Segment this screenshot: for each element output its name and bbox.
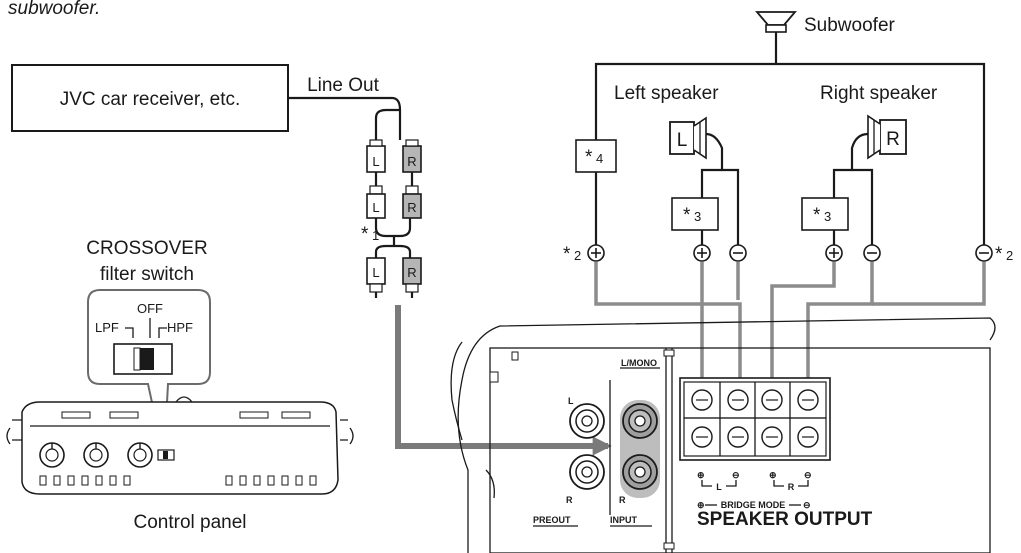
preout-r-jack <box>569 454 605 490</box>
svg-text:R: R <box>886 129 900 150</box>
left-speaker-minus-wire <box>705 132 740 248</box>
svg-text:⊕: ⊕ <box>769 470 777 480</box>
l-mono-label: L/MONO <box>621 358 657 368</box>
crossover-off-label: OFF <box>137 301 163 316</box>
note-1-mark: * <box>361 224 369 245</box>
plug-r-label: R <box>407 265 416 280</box>
panel-slot <box>239 475 247 486</box>
note-2-num-right: 2 <box>1006 248 1013 263</box>
panel-slot <box>53 475 61 486</box>
car-receiver: JVC car receiver, etc. <box>11 64 289 132</box>
note-3-box-right: * 3 <box>801 197 849 231</box>
speaker-output-label: SPEAKER OUTPUT <box>697 509 873 530</box>
plug-r-label: R <box>407 200 416 215</box>
panel-slot <box>95 475 103 486</box>
jack-l-label: L <box>568 396 574 406</box>
panel-slot <box>109 475 117 486</box>
svg-text:L: L <box>677 130 688 151</box>
wire-right-plus <box>766 262 836 428</box>
wire-right-minus <box>802 262 874 428</box>
svg-text:*: * <box>813 205 821 226</box>
svg-text:⊖: ⊖ <box>803 500 811 510</box>
crossover-callout: OFF LPF HPF <box>87 289 211 459</box>
control-panel-label: Control panel <box>133 512 246 533</box>
left-speaker-icon: L <box>669 116 707 160</box>
svg-text:*: * <box>683 205 691 226</box>
panel-slot <box>295 475 303 486</box>
preout-l-jack <box>569 403 605 439</box>
svg-text:3: 3 <box>694 209 701 224</box>
plug-l-label: L <box>372 154 379 169</box>
panel-slot <box>123 475 131 486</box>
crossover-lpf-label: LPF <box>95 320 119 335</box>
svg-text:⊕: ⊕ <box>697 470 705 480</box>
note-2-num-left: 2 <box>574 248 581 263</box>
note-3-box-left: * 3 <box>671 197 719 231</box>
control-panel-sketch <box>6 396 354 495</box>
right-speaker-minus-wire <box>850 132 874 248</box>
term-l-label: L <box>716 482 722 492</box>
jack-r-label: R <box>566 495 573 505</box>
line-out-cable <box>374 96 402 140</box>
panel-slot <box>67 475 75 486</box>
left-minus-terminal <box>729 244 747 262</box>
crossover-switch-knob <box>140 348 154 370</box>
input-label: INPUT <box>610 515 638 525</box>
note-1-num: 1 <box>372 228 379 243</box>
right-minus-terminal <box>863 244 881 262</box>
rca-plug-pair-2: L R <box>366 185 422 258</box>
crossover-title-line2: filter switch <box>100 264 194 285</box>
wire-sub-minus <box>872 262 986 306</box>
panel-slot <box>225 475 233 486</box>
term-r-label: R <box>788 482 795 492</box>
wire-sub-plus <box>594 262 746 428</box>
svg-text:⊖: ⊖ <box>732 470 740 480</box>
signal-arrow-to-input <box>395 305 612 456</box>
panel-slot <box>81 475 89 486</box>
sub-minus-terminal <box>975 244 993 262</box>
panel-slot <box>39 475 47 486</box>
plug-l-label: L <box>372 200 379 215</box>
terminal-polarity-labels: ⊕ ⊖ L ⊕ ⊖ R ⊕ BRIDGE MODE ⊖ <box>697 470 812 510</box>
plug-r-label: R <box>407 154 416 169</box>
subwoofer-icon <box>755 11 797 64</box>
panel-slot <box>281 475 289 486</box>
amplifier-body <box>450 317 996 553</box>
car-receiver-label: JVC car receiver, etc. <box>60 89 241 110</box>
header-fragment: subwoofer. <box>8 0 100 19</box>
svg-text:4: 4 <box>596 151 603 166</box>
right-plus-terminal <box>825 244 843 262</box>
terminal-screws <box>691 389 819 448</box>
bridge-mode-label: BRIDGE MODE <box>721 500 786 510</box>
note-4-box: * 4 <box>575 139 617 173</box>
plug-l-label: L <box>372 265 379 280</box>
input-r-jack <box>622 454 658 490</box>
panel-slot <box>309 475 317 486</box>
right-speaker-label: Right speaker <box>820 83 938 104</box>
panel-slot <box>253 475 261 486</box>
rca-plug-pair-3: L R <box>366 257 422 298</box>
preout-label: PREOUT <box>533 515 571 525</box>
right-speaker-icon: R <box>867 114 907 160</box>
crossover-hpf-label: HPF <box>167 320 193 335</box>
svg-text:3: 3 <box>824 209 831 224</box>
crossover-title-line1: CROSSOVER <box>86 238 207 259</box>
sub-plus-terminal <box>587 244 605 262</box>
note-2-mark-right: * <box>995 244 1003 265</box>
note-2-mark-left: * <box>563 244 571 265</box>
svg-text:⊕: ⊕ <box>697 500 705 510</box>
svg-text:*: * <box>585 147 593 168</box>
left-speaker-label: Left speaker <box>614 83 719 104</box>
panel-slot <box>267 475 275 486</box>
jack-r2-label: R <box>619 495 626 505</box>
rca-plug-pair-1: L R <box>366 139 422 186</box>
svg-text:⊖: ⊖ <box>804 470 812 480</box>
subwoofer-label: Subwoofer <box>804 15 896 36</box>
line-out-label: Line Out <box>307 75 380 96</box>
left-plus-terminal <box>693 244 711 262</box>
